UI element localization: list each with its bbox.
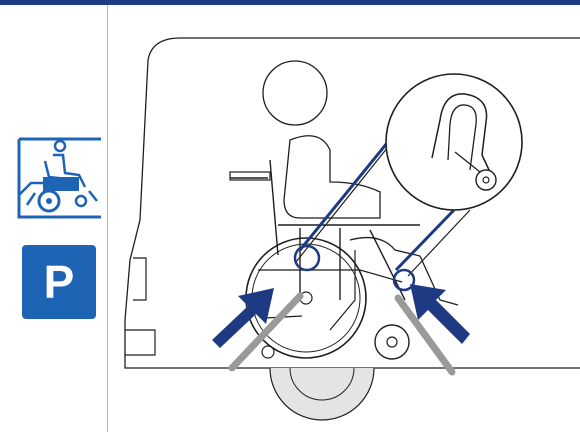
arrow-right [410,284,470,344]
vehicle-body [124,37,580,369]
header-bar [0,0,580,5]
wheelchair-front-caster [374,324,410,360]
tie-down-strap-rear [228,292,304,372]
wheelchair-vehicle-icon [15,135,101,221]
illustration [109,5,580,432]
vehicle-wheel [269,367,375,421]
parking-icon: P [22,245,96,319]
wheelchair-frame [230,159,420,301]
hook-detail-callout [293,73,523,292]
occupant-head [262,60,328,126]
parking-label: P [43,256,75,308]
arrow-left [212,288,274,348]
vehicle-light [133,257,147,301]
vehicle-bumper [125,329,156,356]
tie-down-strap-front [394,294,456,376]
sidebar: P [0,5,108,432]
occupant-torso [283,135,381,219]
